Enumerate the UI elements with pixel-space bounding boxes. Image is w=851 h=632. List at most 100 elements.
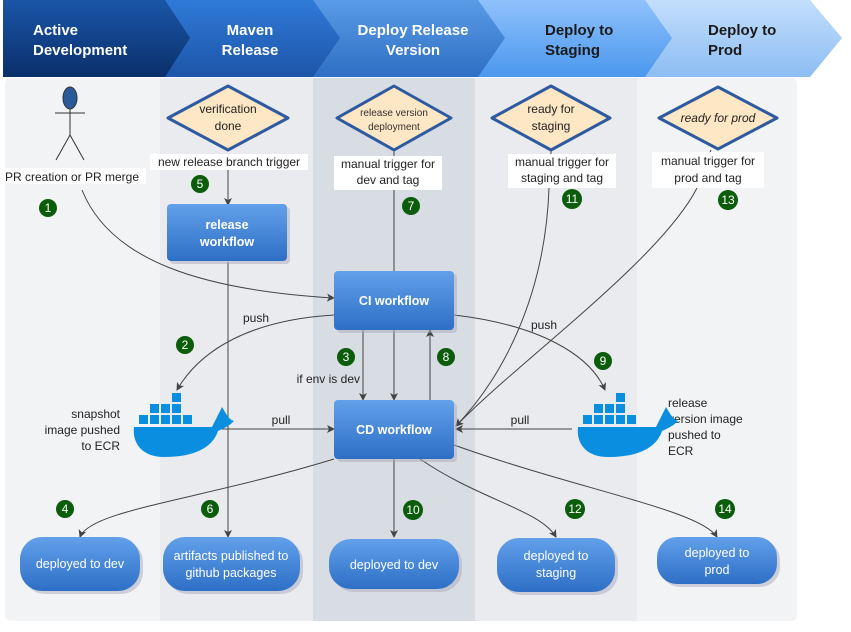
outcome-artifacts-published[interactable]: artifacts published to github packages xyxy=(163,537,303,594)
release-workflow-node[interactable]: release workflow xyxy=(167,204,290,264)
outcome-label: github packages xyxy=(185,566,276,580)
edge-cd-to-prod xyxy=(453,444,718,538)
cd-workflow-node[interactable]: CD workflow xyxy=(334,400,457,462)
snapshot-label: to ECR xyxy=(81,439,120,453)
decision-label: release version xyxy=(360,108,428,119)
edges xyxy=(78,149,718,538)
step-number: 4 xyxy=(62,502,69,516)
stage-maven-release xyxy=(150,0,340,77)
actor-icon xyxy=(55,86,85,161)
decision-label: done xyxy=(215,119,242,133)
step-badge: 5 xyxy=(191,175,209,193)
trigger-staging-label: staging and tag xyxy=(521,171,603,185)
outcome-deployed-to-dev-release[interactable]: deployed to dev xyxy=(329,539,462,592)
step-number: 11 xyxy=(566,192,579,206)
decision-label: staging xyxy=(532,119,571,133)
trigger-prod-label: prod and tag xyxy=(674,171,741,185)
stage-label: Staging xyxy=(545,42,600,59)
outcome-label: staging xyxy=(536,566,576,580)
step-badge: 13 xyxy=(718,190,738,210)
step-number: 14 xyxy=(718,502,732,516)
step-badge: 6 xyxy=(201,500,219,518)
step-badge: 1 xyxy=(39,199,57,217)
stage-deploy-release-version xyxy=(310,0,505,77)
pull-label: pull xyxy=(272,413,291,427)
decision-label: deployment xyxy=(368,122,420,133)
stage-deploy-staging xyxy=(475,0,672,77)
branch-trigger-label: new release branch trigger xyxy=(158,155,300,169)
outcome-deployed-to-dev[interactable]: deployed to dev xyxy=(20,537,143,594)
stage-label: Deploy to xyxy=(545,22,613,39)
step-number: 8 xyxy=(443,350,450,364)
outcome-label: artifacts published to xyxy=(174,549,289,563)
outcome-label: deployed to dev xyxy=(36,557,125,571)
step-number: 10 xyxy=(406,503,420,517)
outcome-label: deployed to xyxy=(685,546,750,560)
edge-trigger-prod-to-cd xyxy=(455,187,698,427)
step-badge: 14 xyxy=(715,499,735,519)
step-badge: 9 xyxy=(594,352,612,370)
step-number: 5 xyxy=(197,177,204,191)
push-label: push xyxy=(531,318,557,332)
stage-label: Deploy to xyxy=(708,22,776,39)
node-label: workflow xyxy=(199,235,254,249)
ci-workflow-node[interactable]: CI workflow xyxy=(334,271,457,333)
step-badge: 10 xyxy=(403,500,423,520)
edge-cd-to-staging xyxy=(419,458,557,538)
decision-verification-done: verification done xyxy=(166,84,290,152)
node-label: CD workflow xyxy=(356,423,432,437)
release-image-label: pushed to xyxy=(668,428,721,442)
decision-label: verification xyxy=(199,102,256,116)
release-image-label: ECR xyxy=(668,444,694,458)
stage-label: Maven xyxy=(227,22,274,39)
node-label: CI workflow xyxy=(359,294,429,308)
step-number: 6 xyxy=(207,502,214,516)
stage-label: Prod xyxy=(708,42,742,59)
outcome-label: deployed to xyxy=(524,549,589,563)
step-number: 13 xyxy=(721,193,735,207)
stage-label: Development xyxy=(33,42,127,59)
trigger-dev-label: manual trigger for xyxy=(341,157,435,171)
edge-pr-to-ci xyxy=(81,189,335,302)
step-badge: 7 xyxy=(402,197,420,215)
node-label: release xyxy=(205,218,248,232)
edge-ci-push-snapshot xyxy=(176,314,335,391)
step-badge: 12 xyxy=(565,499,585,519)
stage-label: Active xyxy=(33,22,78,39)
step-badge: 3 xyxy=(337,348,355,366)
if-env-label: if env is dev xyxy=(297,372,360,386)
trigger-prod-label: manual trigger for xyxy=(661,154,755,168)
release-image-label: version image xyxy=(668,412,743,426)
stage-label: Deploy Release xyxy=(358,22,469,39)
step-badge: 2 xyxy=(176,336,194,354)
decision-ready-for-prod: ready for prod xyxy=(657,85,779,151)
step-badge: 4 xyxy=(56,500,74,518)
edge-ci-push-release xyxy=(453,314,606,391)
release-image-label: release xyxy=(668,396,708,410)
step-badge: 8 xyxy=(437,348,455,366)
edge-trigger-staging-to-cd xyxy=(455,187,550,427)
outcome-deployed-to-staging[interactable]: deployed to staging xyxy=(497,538,618,595)
decision-label: ready for prod xyxy=(681,111,756,125)
pr-trigger-label: PR creation or PR merge xyxy=(5,170,139,184)
step-badge: 11 xyxy=(562,189,582,209)
pull-label: pull xyxy=(511,413,530,427)
step-number: 7 xyxy=(408,199,415,213)
trigger-dev-label: dev and tag xyxy=(357,173,420,187)
step-number: 12 xyxy=(568,502,582,516)
